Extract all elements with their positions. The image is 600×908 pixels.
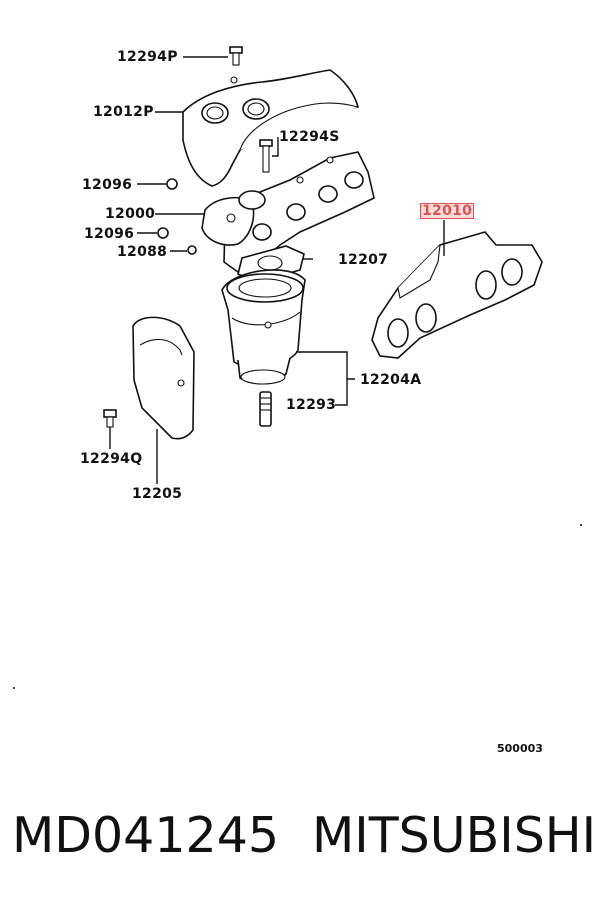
leader-12294s [272,137,279,157]
label-12293[interactable]: 12293 [286,397,337,413]
footer-part-number: MD041245 [12,807,280,864]
nut-12096-upper [166,178,178,190]
label-12000[interactable]: 12000 [105,206,156,222]
label-12010-highlighted[interactable]: 12010 [420,203,475,219]
label-12204a[interactable]: 12204A [360,372,422,388]
label-12294q[interactable]: 12294Q [80,451,143,467]
bolt-12294q [103,409,117,428]
label-12294s[interactable]: 12294S [279,129,340,145]
label-12096-upper[interactable]: 12096 [82,177,133,193]
label-12294p[interactable]: 12294P [117,49,178,65]
heat-shield-12010[interactable] [371,231,543,359]
speck [13,687,15,689]
heat-shield-12205 [132,316,195,440]
label-12205[interactable]: 12205 [132,486,183,502]
catalytic-converter-12204a [221,269,306,385]
stud-12294s [259,139,273,173]
label-12088[interactable]: 12088 [117,244,168,260]
speck [580,524,582,526]
footer-caption: MD041245 MITSUBISHI [12,807,596,868]
leader-12293 [335,379,348,406]
exhaust-manifold-12000 [201,151,375,273]
footer-brand: MITSUBISHI [312,807,597,864]
label-12012p[interactable]: 12012P [93,104,154,120]
exploded-parts-diagram [13,46,582,689]
leader-12204a [296,351,355,380]
nut-12088 [187,245,197,255]
diagram-code: 500003 [497,742,543,755]
bolt-12294p [229,46,243,66]
stud-12293 [259,391,272,427]
nut-12096-lower [157,227,169,239]
label-12096-lower[interactable]: 12096 [84,226,135,242]
heat-shield-12012p [182,69,359,187]
label-12207[interactable]: 12207 [338,252,389,268]
